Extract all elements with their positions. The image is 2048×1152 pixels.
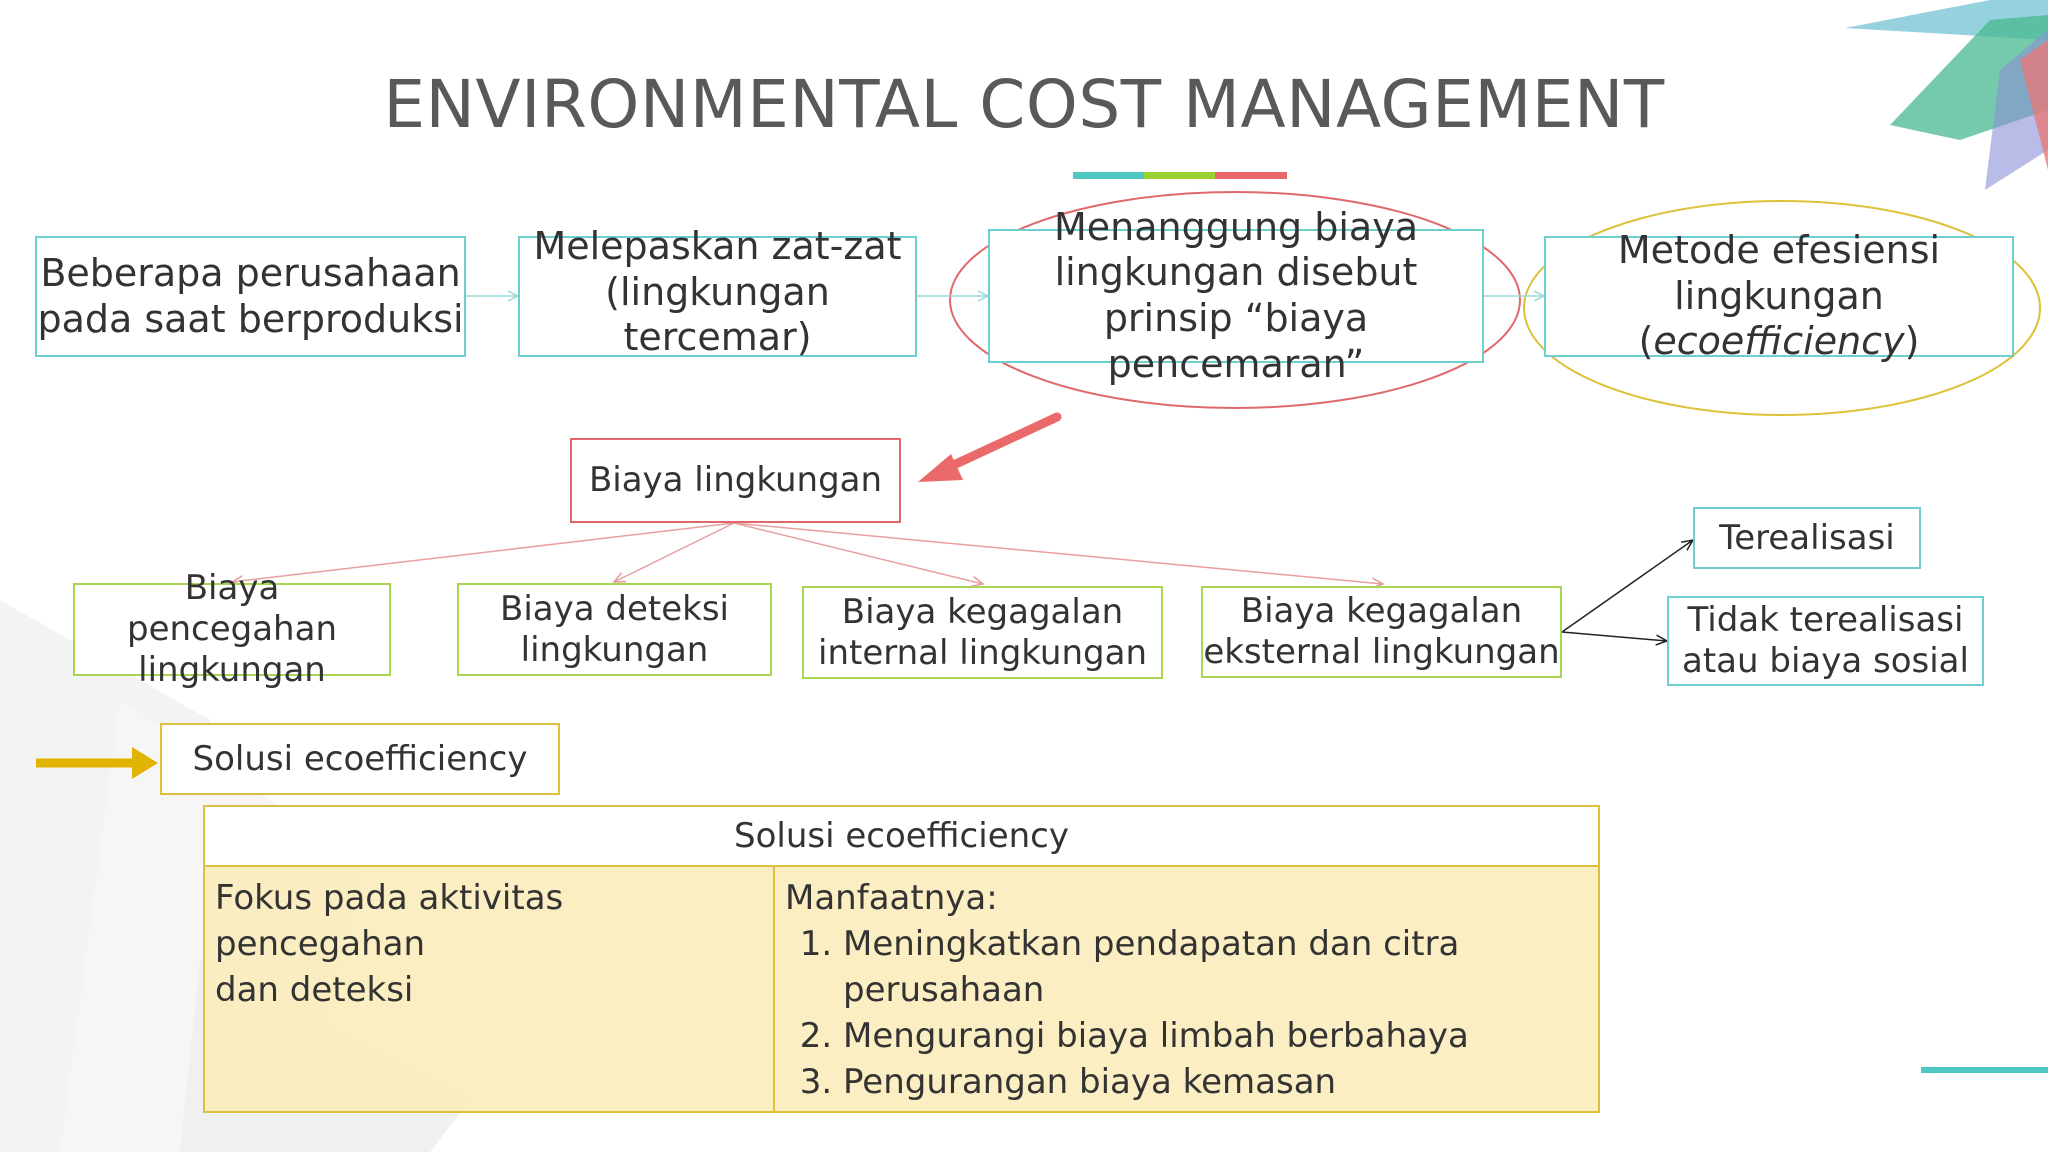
solution-label: Solusi ecoefficiency [160,723,560,795]
outcome-arrow [1561,540,1693,633]
highlight-ellipse-gold [1523,200,2041,416]
benefit-item: Mengurangi biaya limbah berbahaya [843,1013,1588,1059]
branch-line [232,522,735,582]
env-cost-box: Biaya lingkungan [570,438,901,523]
accent-line-right [1921,1067,2048,1073]
benefit-item: Meningkatkan pendapatan dan citra perusa… [843,921,1588,1013]
leaf-shape [2020,40,2048,170]
accent-bar-teal [1073,172,1144,179]
gold-arrow-head [132,747,158,779]
red-arrow [940,412,1062,474]
benefits-list: Meningkatkan pendapatan dan citra perusa… [785,921,1588,1105]
page-title: ENVIRONMENTAL COST MANAGEMENT [383,66,1665,143]
red-arrow-head [918,454,963,482]
branch-line [733,522,1383,584]
branch-line [614,522,735,582]
solution-table: Solusi ecoefficiency Fokus pada aktivita… [203,805,1600,1113]
accent-bar-green [1144,172,1215,179]
outcome-realized: Terealisasi [1693,507,1921,569]
solution-table-header: Solusi ecoefficiency [203,805,1600,867]
branch-line [733,522,983,584]
accent-bar-red [1215,172,1287,179]
outcome-arrow [1561,631,1667,641]
benefits-cell: Manfaatnya: Meningkatkan pendapatan dan … [773,865,1600,1113]
highlight-ellipse-red [949,191,1521,409]
benefits-title: Manfaatnya: [785,878,998,918]
benefit-item: Pengurangan biaya kemasan [843,1059,1588,1105]
